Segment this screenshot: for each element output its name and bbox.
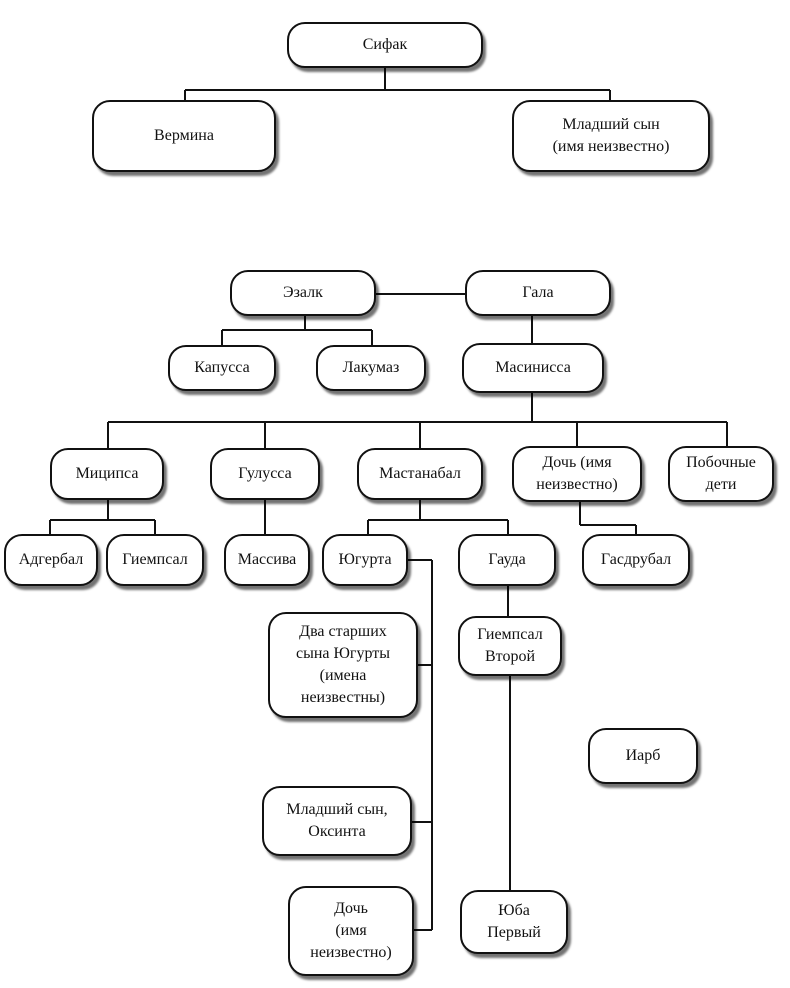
node-adherbal: Адгербал <box>4 534 98 586</box>
node-gauda: Гауда <box>458 534 556 586</box>
node-hiempsal: Гиемпсал <box>106 534 204 586</box>
node-mastanabal: Мастанабал <box>357 448 483 500</box>
node-micipsa: Миципса <box>50 448 164 500</box>
node-jugurtha-daughter: Дочь (имя неизвестно) <box>288 886 414 976</box>
node-hasdrubal: Гасдрубал <box>582 534 690 586</box>
node-masinissa: Масинисса <box>462 343 604 393</box>
node-gulussa: Гулусса <box>210 448 320 500</box>
node-sifak: Сифак <box>287 22 483 68</box>
node-jugurtha: Югурта <box>322 534 408 586</box>
node-oxynta: Младший сын, Оксинта <box>262 786 412 856</box>
node-iarb: Иарб <box>588 728 698 784</box>
node-illegitimate-children: Побочные дети <box>668 446 774 502</box>
node-massiva: Массива <box>224 534 310 586</box>
node-kapussa: Капусса <box>168 345 276 391</box>
node-jugurtha-elder-sons: Два старших сына Югурты (имена неизвестн… <box>268 612 418 718</box>
node-masinissa-daughter: Дочь (имя неизвестно) <box>512 446 642 502</box>
node-hiempsal-second: Гиемпсал Второй <box>458 616 562 676</box>
node-gala: Гала <box>465 270 611 316</box>
node-juba-first: Юба Первый <box>460 890 568 954</box>
node-ezalk: Эзалк <box>230 270 376 316</box>
node-vermina: Вермина <box>92 100 276 172</box>
node-sifak-younger-son: Младший сын (имя неизвестно) <box>512 100 710 172</box>
node-lakumaz: Лакумаз <box>316 345 426 391</box>
